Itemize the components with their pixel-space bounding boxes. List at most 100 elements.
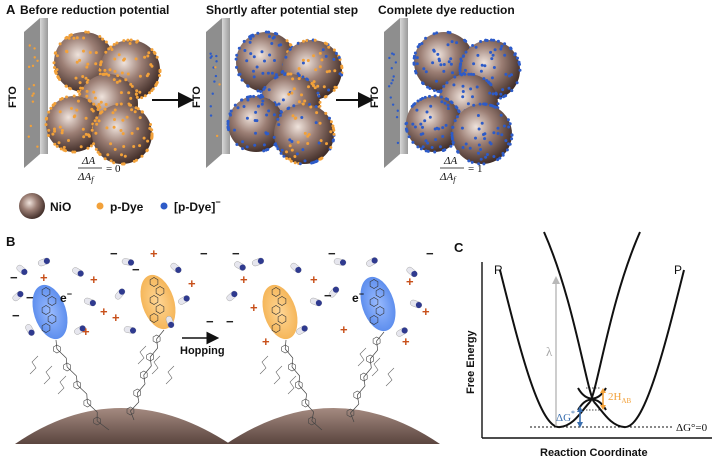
nio-legend-swatch <box>19 193 45 219</box>
counter-ion <box>165 315 175 329</box>
fto-plate <box>400 18 408 154</box>
lambda-arrow-head <box>552 276 560 284</box>
counter-ion <box>309 297 323 307</box>
dye-molecule <box>259 284 323 431</box>
legend-reduced: [p-Dye]− <box>174 197 221 214</box>
counter-ion <box>123 326 137 334</box>
legend-pdye: p-Dye <box>110 200 144 214</box>
frac-den-1: ΔAf <box>77 171 95 184</box>
hopping-label: Hopping <box>180 345 225 357</box>
frac-num-1: ΔA <box>81 155 95 167</box>
anion-sign: − <box>12 308 20 323</box>
nio-particle <box>228 96 284 152</box>
counter-ion <box>290 262 302 274</box>
curve-p <box>593 269 685 428</box>
cation-sign: + <box>422 304 430 319</box>
reduced-dye-legend-swatch <box>160 202 168 210</box>
frac-num-2: ΔA <box>443 155 457 167</box>
frac-den-2: ΔAf <box>439 171 457 184</box>
pdye-legend-swatch <box>96 202 104 210</box>
stage-before-reduction <box>24 18 162 168</box>
nio-particle <box>46 96 102 152</box>
counter-ion <box>328 286 340 298</box>
curve-r-upper <box>589 231 641 403</box>
anion-sign: − <box>426 246 434 261</box>
cation-sign: + <box>262 334 270 349</box>
anion-sign: − <box>10 270 18 285</box>
dye-molecules <box>29 274 396 431</box>
electrolyte-ions: +++++++++++++++−−−−−−−−−−−− <box>10 246 434 349</box>
cation-sign: + <box>310 272 318 287</box>
panel-c-letter: C <box>454 240 464 255</box>
anion-sign: − <box>232 246 240 261</box>
panel-a: A Before reduction potential Shortly aft… <box>6 2 522 219</box>
dg0-label: ΔG°=0 <box>676 422 708 434</box>
counter-ion <box>396 327 408 337</box>
y-axis-label: Free Energy <box>465 330 477 394</box>
counter-ion <box>226 290 238 302</box>
anion-sign: − <box>200 246 208 261</box>
counter-ion <box>251 257 265 267</box>
anion-sign: − <box>324 288 332 303</box>
fto-plate <box>40 18 48 154</box>
legend: NiO p-Dye [p-Dye]− <box>19 193 221 219</box>
fto-plate <box>222 18 230 154</box>
fto-label-2: FTO <box>191 86 203 108</box>
cation-sign: + <box>188 276 196 291</box>
counter-ion <box>406 266 418 278</box>
panel-c: C Free Energy Reaction Coordinate R P λ … <box>454 231 712 459</box>
cation-sign: + <box>112 310 120 325</box>
counter-ion <box>16 264 28 276</box>
panel-b-letter: B <box>6 234 15 249</box>
fto-label-3: FTO <box>369 86 381 108</box>
counter-ion <box>409 299 423 309</box>
eq-value-1: = 1 <box>468 163 482 175</box>
electron-label-1: e− <box>60 289 72 305</box>
stage3-title: Complete dye reduction <box>378 3 515 17</box>
cation-sign: + <box>340 322 348 337</box>
anion-sign: − <box>110 246 118 261</box>
absorbance-ratio-0: ΔA ΔAf = 0 <box>77 155 121 184</box>
curve-r <box>499 269 591 428</box>
stage1-title: Before reduction potential <box>20 3 169 17</box>
counter-ion <box>296 325 308 335</box>
counter-ion <box>83 297 97 307</box>
stage-after-step <box>206 18 344 168</box>
counter-ion <box>234 261 246 271</box>
electron-label-2: e− <box>352 289 364 305</box>
counter-ion <box>74 325 86 335</box>
label-p: P <box>674 263 682 277</box>
anion-sign: − <box>226 314 234 329</box>
counter-ion <box>333 258 347 266</box>
dye-molecule <box>29 284 110 431</box>
cation-sign: + <box>240 272 248 287</box>
cation-sign: + <box>250 300 258 315</box>
fto-plate-side <box>206 18 222 168</box>
counter-ion <box>37 257 51 267</box>
counter-ion <box>170 262 182 274</box>
nio-surface-right <box>226 408 440 444</box>
cation-sign: + <box>82 324 90 339</box>
panel-a-letter: A <box>6 2 16 17</box>
anion-sign: − <box>328 246 336 261</box>
eq-value-0: = 0 <box>106 163 121 175</box>
counter-ion <box>25 324 35 336</box>
cation-sign: + <box>402 334 410 349</box>
cation-sign: + <box>40 270 48 285</box>
coupling-label: 2HAB <box>608 391 632 405</box>
counter-ion <box>178 295 190 305</box>
counter-ion <box>12 290 24 302</box>
cation-sign: + <box>100 304 108 319</box>
curve-p-upper <box>543 231 595 403</box>
counter-ion <box>114 288 126 300</box>
stage-complete-reduction <box>384 18 522 168</box>
label-r: R <box>494 263 503 277</box>
x-axis-label: Reaction Coordinate <box>540 447 648 459</box>
fto-plate-side <box>24 18 40 168</box>
panel-b: B Hopping +++++++++++++++−−−−−−−−−−−− e−… <box>6 234 440 444</box>
counter-ion <box>121 258 135 266</box>
counter-ion <box>366 257 378 267</box>
nio-particle <box>452 104 512 164</box>
cation-sign: + <box>406 274 414 289</box>
